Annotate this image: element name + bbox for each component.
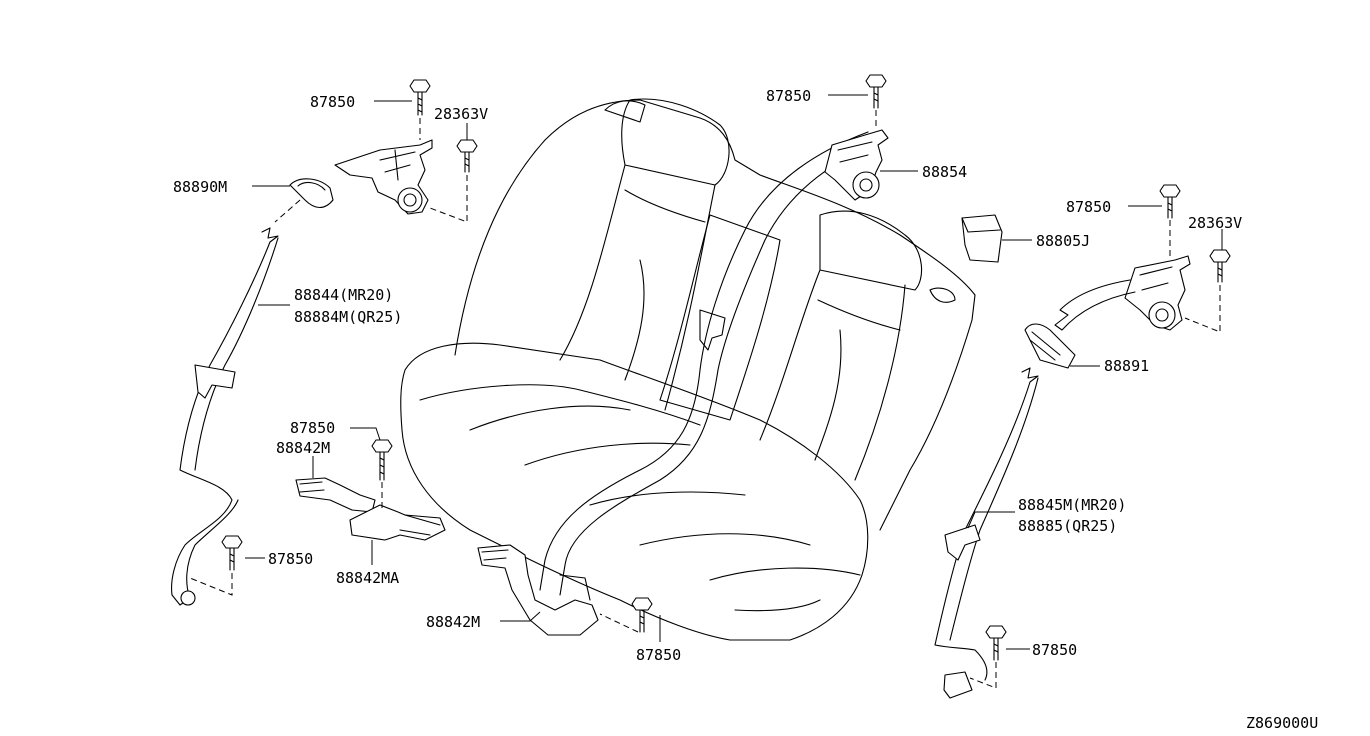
label-87850-right-top: 87850	[1066, 198, 1111, 216]
label-88885: 88885(QR25)	[1018, 517, 1117, 535]
right-retractor-assembly	[934, 184, 1231, 699]
label-87850-right-lower: 87850	[1032, 641, 1077, 659]
left-retractor-assembly	[171, 79, 478, 606]
cover-88805j	[961, 214, 1003, 263]
label-28363v-right: 28363V	[1188, 214, 1242, 232]
left-buckle-assembly	[295, 439, 446, 541]
label-88854: 88854	[922, 163, 967, 181]
center-retractor-assembly	[824, 74, 889, 201]
label-88805j: 88805J	[1036, 232, 1090, 250]
label-88845m: 88845M(MR20)	[1018, 496, 1126, 514]
label-87850-buckle: 87850	[290, 419, 335, 437]
label-87850-left-top: 87850	[310, 93, 355, 111]
part-labels: 87850 28363V 88890M 88844(MR20) 88884M(Q…	[173, 87, 1318, 732]
label-87850-left-lower: 87850	[268, 550, 313, 568]
label-88884m: 88884M(QR25)	[294, 308, 402, 326]
rear-seat-drawing	[400, 98, 976, 641]
leader-lines	[245, 94, 1223, 650]
center-buckle-assembly	[477, 544, 653, 636]
label-87850-center-top: 87850	[766, 87, 811, 105]
label-28363v-left: 28363V	[434, 105, 488, 123]
label-88844: 88844(MR20)	[294, 286, 393, 304]
label-88842m-left: 88842M	[276, 439, 330, 457]
label-88842m-center: 88842M	[426, 613, 480, 631]
label-88890m: 88890M	[173, 178, 227, 196]
label-88891: 88891	[1104, 357, 1149, 375]
label-87850-center-lower: 87850	[636, 646, 681, 664]
diagram-code: Z869000U	[1246, 714, 1318, 732]
label-88842ma: 88842MA	[336, 569, 399, 587]
